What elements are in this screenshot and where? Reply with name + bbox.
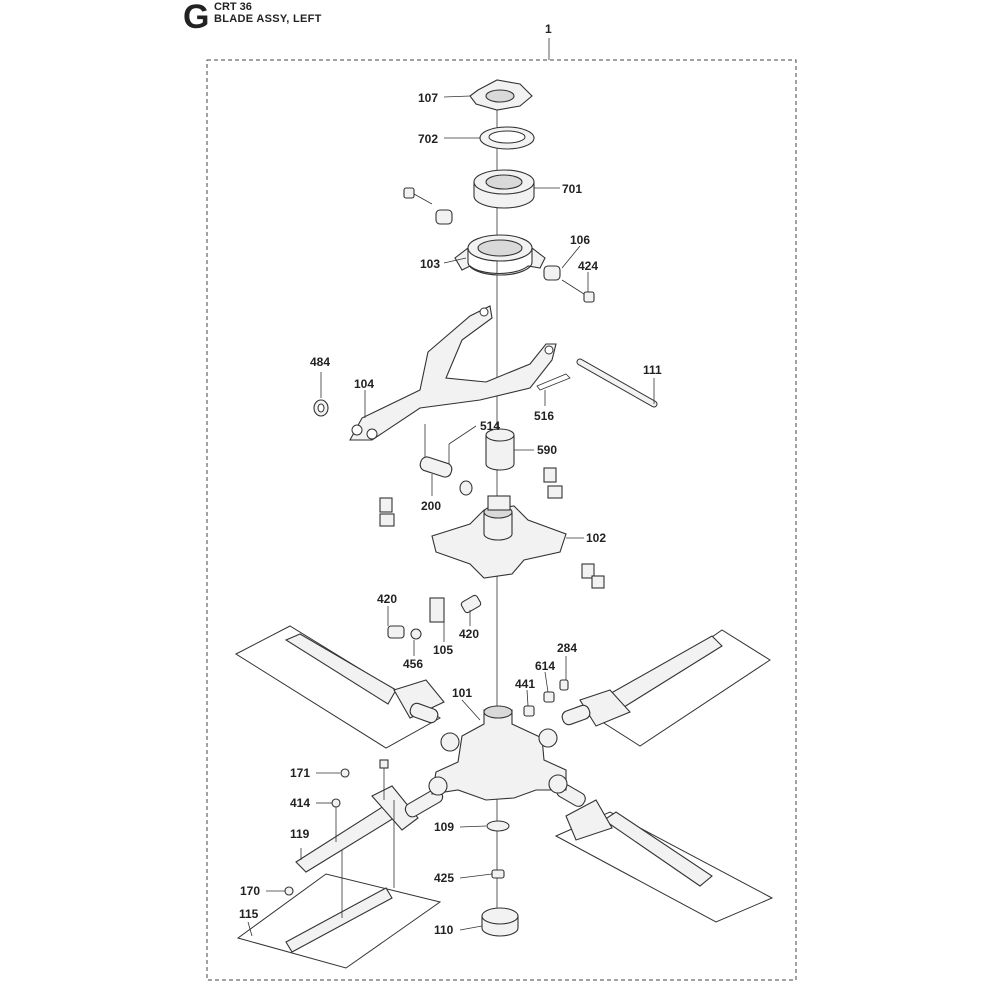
washer-702: [479, 126, 535, 150]
callout-590: 590: [537, 443, 557, 457]
bushing-106a: [435, 209, 453, 225]
bolt-upper-119: [379, 759, 389, 800]
callout-171: 171: [290, 766, 310, 780]
cross-plate-102: [431, 495, 567, 579]
clamp-105: [387, 594, 482, 640]
grease-fitting-441: [523, 705, 535, 717]
section-letter: G: [183, 0, 210, 36]
assembly-label: 1: [545, 22, 552, 36]
bolt-424b: [561, 279, 595, 303]
clamp-tl: [379, 497, 395, 527]
blade-bar-upper-right: [561, 635, 723, 727]
washer-109: [486, 820, 510, 832]
callout-110: 110: [434, 923, 454, 937]
callout-420-right: 420: [459, 627, 479, 641]
bolt-424a: [403, 187, 433, 205]
bearing-housing-103: [454, 234, 546, 276]
callout-514: 514: [480, 419, 500, 433]
callout-107: 107: [418, 91, 438, 105]
cap-110: [481, 907, 519, 937]
callout-170: 170: [240, 884, 260, 898]
pivot-200: [419, 456, 473, 496]
callout-484: 484: [310, 355, 330, 369]
diagram-title: BLADE ASSY, LEFT: [214, 13, 322, 25]
clamp-br: [581, 563, 605, 589]
callout-101: 101: [452, 686, 472, 700]
model-name: CRT 36: [214, 1, 252, 13]
callout-614: 614: [535, 659, 555, 673]
yoke-arm-104: [349, 305, 557, 441]
blade-bar-115: [285, 887, 393, 953]
callout-284: 284: [557, 641, 577, 655]
hub-101: [428, 705, 568, 801]
screw-170: [284, 886, 294, 896]
callout-119: 119: [290, 827, 310, 841]
leader-lines: [247, 95, 655, 937]
cotter-pin-516: [536, 373, 571, 391]
hex-nut-107: [469, 79, 533, 111]
sleeve-590: [485, 428, 515, 471]
callout-115: 115: [239, 907, 259, 921]
callout-103: 103: [420, 257, 440, 271]
callout-111: 111: [643, 363, 662, 377]
bolt-414: [331, 798, 341, 842]
blade-bar-lower-right: [556, 783, 713, 887]
callout-109: 109: [434, 820, 454, 834]
screw-284: [559, 679, 569, 691]
bolt-171: [340, 768, 350, 778]
blade-bar-lower-left-119: [295, 785, 444, 873]
shaft-111: [576, 358, 658, 408]
callout-106: 106: [570, 233, 590, 247]
callout-516: 516: [534, 409, 554, 423]
blade-bar-upper-left: [284, 633, 445, 724]
bolt-425: [491, 869, 505, 879]
callout-102: 102: [586, 531, 606, 545]
washer-484: [313, 399, 329, 417]
fitting-614: [543, 691, 555, 703]
callout-420-left: 420: [377, 592, 397, 606]
callout-441: 441: [515, 677, 535, 691]
clamp-tr: [543, 467, 563, 499]
bearing-701: [473, 169, 535, 209]
callout-456: 456: [403, 657, 423, 671]
callout-414: 414: [290, 796, 310, 810]
bushing-106b: [543, 265, 561, 281]
callout-200: 200: [421, 499, 441, 513]
assembly-frame: [206, 59, 797, 981]
callout-702: 702: [418, 132, 438, 146]
callout-104: 104: [354, 377, 374, 391]
callout-105: 105: [433, 643, 453, 657]
plate-upper-left: [234, 625, 441, 749]
callout-424: 424: [578, 259, 598, 273]
callout-425: 425: [434, 871, 454, 885]
callout-701: 701: [562, 182, 582, 196]
